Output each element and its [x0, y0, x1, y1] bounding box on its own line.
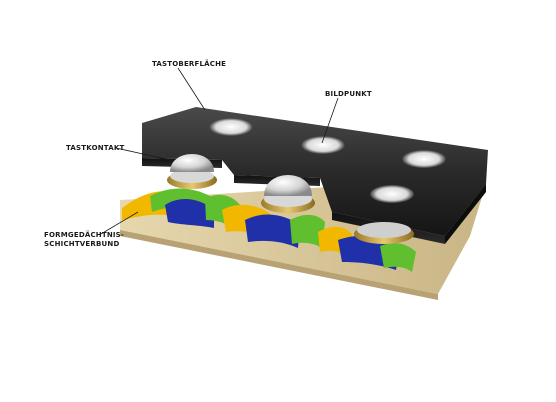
label-surface: TASTOBERFLÄCHE — [152, 60, 227, 68]
label-contact: TASTKONTAKT — [66, 144, 125, 152]
label-shape-memory: FORMGEDÄCHTNIS- SCHICHTVERBUND — [44, 231, 124, 249]
pixel-hole — [209, 118, 253, 136]
label-pixel: BILDPUNKT — [325, 90, 372, 98]
pixel-holes — [209, 118, 446, 203]
leader-line-shape-memory — [100, 211, 139, 235]
leader-line-surface — [177, 67, 206, 111]
pixel-hole — [301, 136, 345, 154]
shape-memory-layers — [122, 188, 416, 272]
leader-line-contact — [115, 147, 171, 161]
pixel-hole — [370, 185, 414, 203]
leader-lines — [100, 67, 339, 235]
tactile-dome — [261, 175, 315, 213]
tactile-dome — [354, 222, 414, 244]
leader-line-pixel — [321, 97, 339, 144]
label-shape-memory-line1: FORMGEDÄCHTNIS- — [44, 231, 125, 239]
tactile-dome — [167, 154, 217, 189]
pixel-hole — [402, 150, 446, 168]
tactile-contacts — [167, 154, 414, 244]
label-shape-memory-line2: SCHICHTVERBUND — [44, 240, 120, 248]
